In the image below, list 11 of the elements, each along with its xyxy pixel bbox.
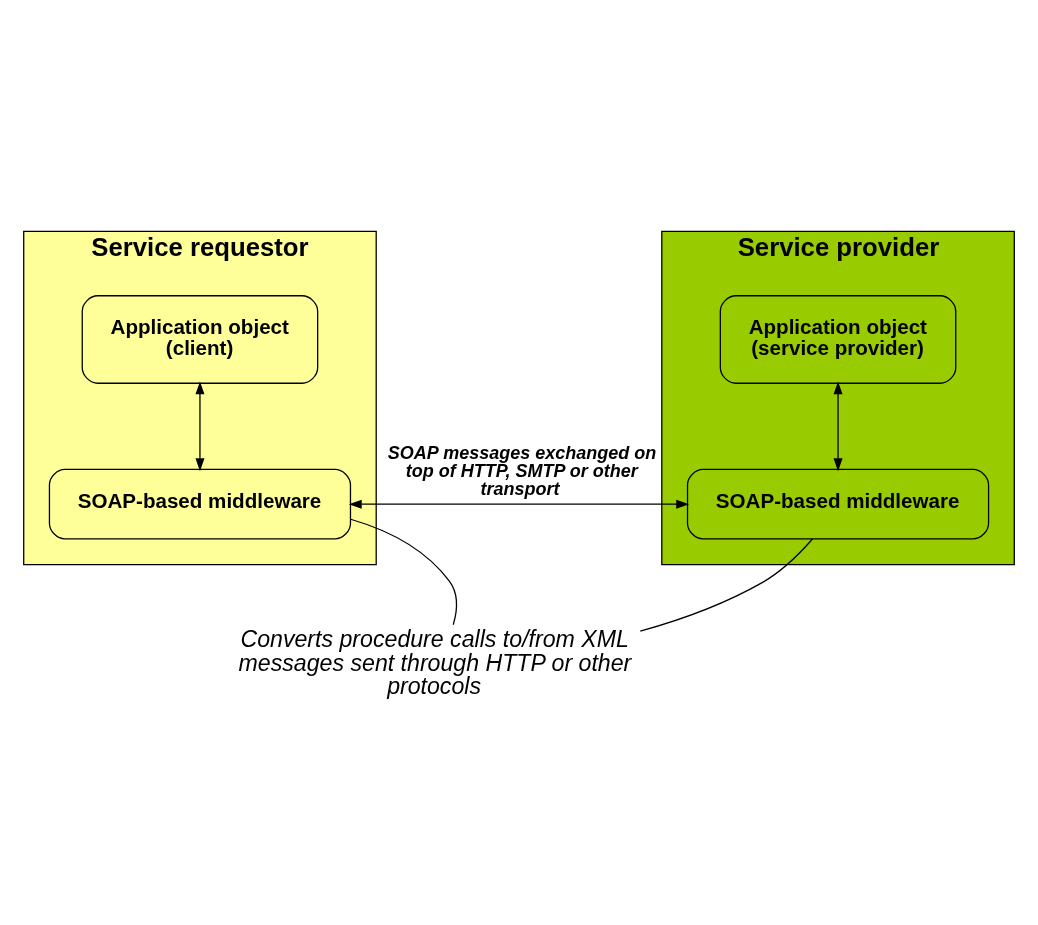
arrow	[195, 380, 205, 471]
connector	[639, 537, 814, 632]
node-box: SOAP-based middleware	[686, 468, 990, 540]
connector	[350, 518, 458, 625]
arrow	[833, 380, 843, 471]
node-box: Application object (client)	[81, 294, 319, 384]
node-text: Converts procedure calls to/from XML messages sent through HTTP or other protocols	[238, 625, 632, 699]
node-box: SOAP-based middleware	[48, 468, 352, 540]
node-box: Application object (service provider)	[719, 294, 957, 384]
arrow	[348, 499, 690, 509]
edge-label: SOAP messages exchanged on top of HTTP, SMTP or other transport	[387, 442, 657, 499]
